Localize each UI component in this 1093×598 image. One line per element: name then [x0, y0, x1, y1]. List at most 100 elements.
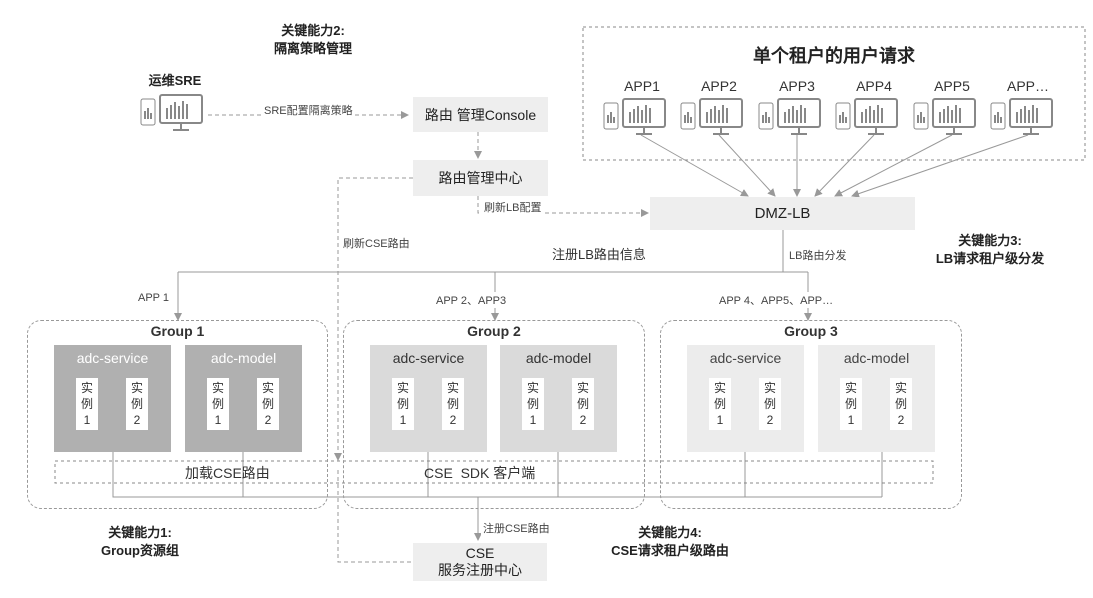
service-name: adc-model — [843, 350, 910, 366]
instance-char: 实 — [211, 381, 224, 395]
instance-char: 例 — [576, 397, 589, 411]
load-cse-route-label: 加载CSE路由 — [185, 465, 270, 481]
capability-1-label: 关键能力1: Group资源组 — [70, 524, 210, 560]
service-name: adc-service — [392, 350, 465, 366]
dmz-lb-node: DMZ-LB — [650, 197, 915, 230]
computer-and-phone-icon — [758, 98, 822, 143]
instance-char: 例 — [526, 397, 539, 411]
instance-char: 例 — [713, 397, 726, 411]
capability-3-title: 关键能力3: — [958, 233, 1022, 248]
instance-char: 例 — [894, 397, 907, 411]
capability-2-title: 关键能力2: — [281, 23, 345, 38]
instance-2: 实例 2 — [759, 378, 781, 430]
instance-number: 1 — [83, 413, 91, 427]
instance-number: 1 — [847, 413, 855, 427]
edge-label-app-group1: APP 1 — [136, 292, 171, 304]
instance-number: 2 — [897, 413, 905, 427]
instance-number: 2 — [579, 413, 587, 427]
instance-char: 例 — [446, 397, 459, 411]
sre-label: 运维SRE — [148, 73, 202, 88]
computer-and-phone-icon — [913, 98, 977, 143]
app-label: APP2 — [701, 78, 737, 94]
instance-number: 1 — [214, 413, 222, 427]
instance-1: 实例 1 — [522, 378, 544, 430]
instance-char: 例 — [396, 397, 409, 411]
computer-and-phone-icon — [140, 94, 204, 139]
capability-4-desc: CSE请求租户级路由 — [611, 543, 729, 558]
instance-1: 实例 1 — [207, 378, 229, 430]
instance-char: 实 — [844, 381, 857, 395]
instance-char: 实 — [894, 381, 907, 395]
instance-number: 2 — [766, 413, 774, 427]
tenant-title: 单个租户的用户请求 — [753, 46, 915, 66]
instance-2: 实例 2 — [572, 378, 594, 430]
instance-char: 例 — [80, 397, 93, 411]
app-label: APP5 — [934, 78, 970, 94]
instance-char: 例 — [211, 397, 224, 411]
instance-char: 例 — [130, 397, 143, 411]
computer-and-phone-icon — [990, 98, 1054, 143]
cse-sdk-client-label: CSE SDK 客户端 — [424, 465, 536, 481]
instance-char: 例 — [763, 397, 776, 411]
instance-number: 2 — [449, 413, 457, 427]
instance-2: 实例 2 — [257, 378, 279, 430]
edge-label-register-cse: 注册CSE路由 — [481, 520, 552, 536]
capability-2-label: 关键能力2: 隔离策略管理 — [238, 22, 388, 58]
service-name: adc-service — [76, 350, 149, 366]
group-1-title: Group 1 — [150, 323, 205, 339]
app-label: APP1 — [624, 78, 660, 94]
cse-node-subtitle: 服务注册中心 — [438, 562, 522, 578]
instance-char: 实 — [130, 381, 143, 395]
service-name: adc-service — [709, 350, 782, 366]
group-2-container — [343, 320, 645, 509]
instance-char: 例 — [844, 397, 857, 411]
capability-4-title: 关键能力4: — [638, 525, 702, 540]
instance-char: 例 — [261, 397, 274, 411]
capability-1-desc: Group资源组 — [101, 543, 179, 558]
capability-1-title: 关键能力1: — [108, 525, 172, 540]
app-label: APP4 — [856, 78, 892, 94]
service-name: adc-model — [210, 350, 277, 366]
edge-label-app-group3: APP 4、APP5、APP… — [717, 292, 836, 308]
instance-char: 实 — [576, 381, 589, 395]
computer-and-phone-icon — [680, 98, 744, 143]
app-label: APP… — [1006, 78, 1049, 94]
capability-4-label: 关键能力4: CSE请求租户级路由 — [600, 524, 740, 560]
capability-2-desc: 隔离策略管理 — [273, 41, 352, 56]
capability-3-label: 关键能力3: LB请求租户级分发 — [920, 232, 1060, 268]
instance-char: 实 — [396, 381, 409, 395]
edge-label-register-lb: 注册LB路由信息 — [552, 244, 646, 263]
group-2-title: Group 2 — [467, 323, 521, 339]
instance-char: 实 — [261, 381, 274, 395]
group-1-container — [27, 320, 328, 509]
cse-registry-node: CSE 服务注册中心 — [413, 543, 547, 581]
route-console-node: 路由 管理Console — [413, 97, 548, 132]
instance-number: 1 — [529, 413, 537, 427]
cse-node-title: CSE — [465, 545, 495, 561]
instance-char: 实 — [763, 381, 776, 395]
app-label: APP3 — [779, 78, 815, 94]
instance-char: 实 — [526, 381, 539, 395]
edge-label-refresh-lb: 刷新LB配置 — [482, 199, 544, 215]
computer-and-phone-icon — [835, 98, 899, 143]
computer-and-phone-icon — [603, 98, 667, 143]
instance-number: 2 — [264, 413, 272, 427]
instance-number: 1 — [716, 413, 724, 427]
edge-label-lb-dispatch: LB路由分发 — [787, 247, 849, 263]
route-center-node: 路由管理中心 — [413, 160, 548, 196]
instance-2: 实例 2 — [890, 378, 912, 430]
group-3-container — [660, 320, 962, 509]
edge-label-sre-config: SRE配置隔离策略 — [262, 102, 355, 118]
